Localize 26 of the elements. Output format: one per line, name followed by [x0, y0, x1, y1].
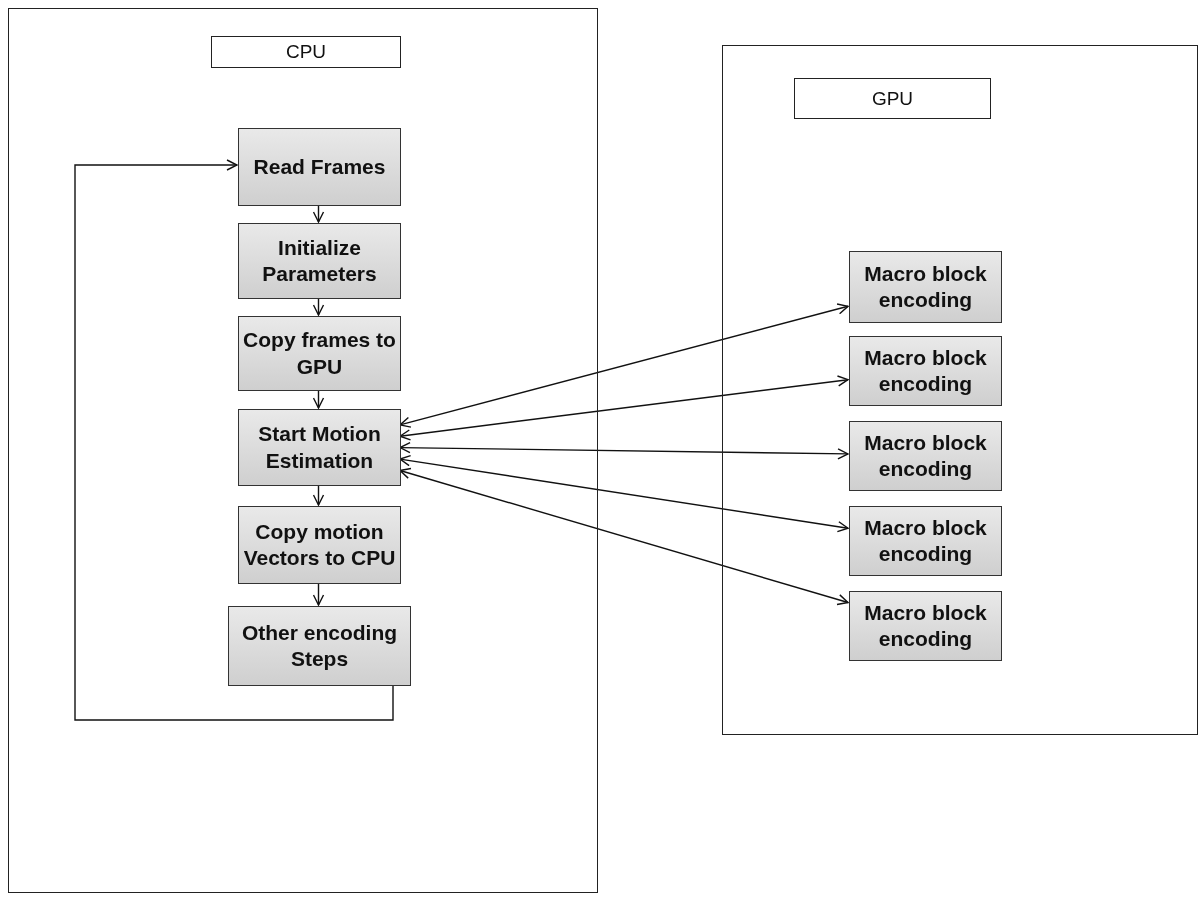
- process-box: Other encoding Steps: [228, 606, 411, 686]
- arrow: [312, 484, 325, 506]
- arrow: [399, 455, 849, 533]
- arrow: [399, 303, 849, 428]
- group-panel: [722, 45, 1198, 735]
- process-box: Read Frames: [238, 128, 401, 206]
- arrow: [399, 375, 849, 441]
- process-box: Macro block encoding: [849, 251, 1002, 323]
- process-box: Macro block encoding: [849, 591, 1002, 661]
- process-box: Macro block encoding: [849, 336, 1002, 406]
- group-panel: [8, 8, 598, 893]
- process-box: Macro block encoding: [849, 506, 1002, 576]
- group-title: GPU: [794, 78, 991, 119]
- arrow: [399, 467, 849, 606]
- arrow: [312, 297, 325, 316]
- arrow: [312, 204, 325, 223]
- process-box: Initialize Parameters: [238, 223, 401, 299]
- group-title: CPU: [211, 36, 401, 68]
- arrow: [399, 442, 849, 460]
- arrow: [312, 389, 325, 409]
- process-box: Copy motion Vectors to CPU: [238, 506, 401, 584]
- process-box: Start Motion Estimation: [238, 409, 401, 486]
- arrow: [74, 159, 394, 721]
- process-box: Macro block encoding: [849, 421, 1002, 491]
- arrow: [312, 582, 325, 606]
- process-box: Copy frames to GPU: [238, 316, 401, 391]
